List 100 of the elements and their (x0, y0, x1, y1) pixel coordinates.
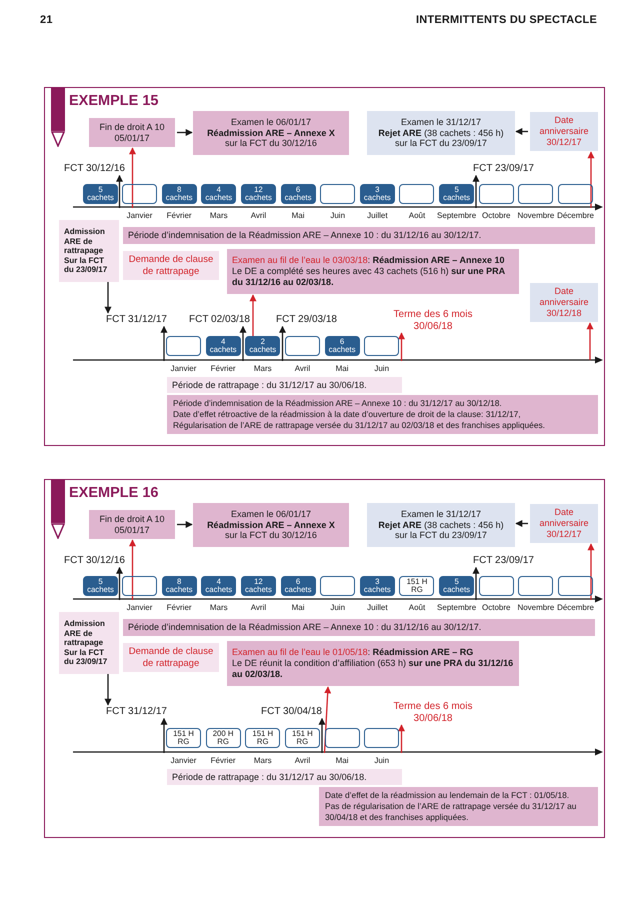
period-bar (123, 619, 595, 636)
box-text: Fin de droit A 10 05/01/17 (98, 514, 166, 536)
month-cell (324, 728, 360, 748)
month-label: Février (166, 211, 193, 220)
month-label: Mai (290, 211, 306, 220)
month-cell (166, 728, 201, 748)
box-text: Réadmission ARE – Annexe X (206, 128, 336, 138)
month-cell (399, 576, 434, 596)
box-text: Pas de régularisation de l’ARE de rattrapage versée du 31/12/17 au 30/04/18 et des franchises appliquées. (325, 800, 578, 823)
month-label: Juin (329, 211, 346, 220)
arrow (177, 521, 193, 528)
box-text: Période d’indemnisation de la Réadmission ARE – Annexe 10 : du 31/12/16 au 30/12/17. (128, 622, 482, 633)
month-cell (558, 576, 594, 596)
month-label: Mars (252, 364, 273, 373)
box-text: Examen le 06/01/17 (230, 116, 312, 128)
arrow (160, 326, 168, 361)
box-text: Date anniversaire 30/12/18 (538, 286, 590, 319)
section-heading: INTERMITTENTS DU SPECTACLE (416, 14, 597, 26)
month-cell (166, 336, 201, 356)
request-box (123, 643, 219, 672)
month-cell (280, 576, 316, 596)
month-cell (320, 184, 356, 204)
box-text: Demande de clause de rattrapage (128, 646, 214, 669)
arrow (515, 520, 528, 527)
month-cell (122, 576, 157, 596)
box-text: Période d’indemnisation de la Réadmission ARE – Annexe 10 : du 31/12/16 au 30/12/17. (128, 230, 482, 241)
month-cell (478, 576, 514, 596)
arrow (588, 543, 594, 600)
month-label: Mars (252, 756, 273, 765)
info-box (227, 249, 519, 294)
period-bar (167, 769, 402, 785)
month-label: Mai (334, 756, 350, 765)
decision-text: : Réadmission ARE – Annexe 10 (368, 255, 504, 266)
box-text: sur la FCT du 30/12/16 (224, 138, 318, 150)
month-label: Mai (334, 364, 350, 373)
date-label: Terme des 6 mois 30/06/18 (391, 701, 475, 724)
box-text: Régularisation de l’ARE de rattrapage versée du 31/12/17 au 02/03/18 et des franchises appliquées. (173, 420, 546, 431)
anniversary-box (530, 504, 598, 543)
info-box (367, 503, 515, 547)
box-text: Date anniversaire 30/12/17 (538, 507, 590, 540)
note-box (319, 787, 598, 826)
exam-heading: Examen au fil de l’eau le 03/03/18 (232, 255, 368, 266)
example-panel (44, 479, 605, 838)
month-label: Mars (208, 603, 229, 612)
month-label: Juillet (366, 603, 389, 612)
info-box (367, 111, 515, 155)
month-label: Février (166, 603, 193, 612)
arrow (129, 539, 136, 600)
info-box (193, 111, 349, 155)
info-box (89, 510, 175, 539)
month-label: Mars (208, 211, 229, 220)
box-text: Fin de droit A 10 05/01/17 (98, 122, 166, 144)
admission-box (59, 220, 119, 282)
info-box (89, 118, 175, 147)
month-cell (518, 576, 554, 596)
month-cell (478, 184, 514, 204)
date-label: FCT 23/09/17 (473, 163, 534, 174)
period-bar (123, 227, 595, 244)
date-label: FCT 31/12/17 (106, 706, 167, 718)
arrow (129, 147, 136, 208)
month-cell (399, 184, 434, 204)
date-label: FCT 30/04/18 (261, 706, 322, 718)
box-text: sur la FCT du 23/09/17 (394, 138, 488, 150)
month-cell (364, 728, 400, 748)
month-label: Avril (250, 603, 268, 612)
box-text: Date d’effet de la réadmission au lendemain de la FCT : 01/05/18. (325, 790, 570, 801)
month-cell (245, 728, 280, 748)
box-text: Date anniversaire 30/12/17 (538, 115, 590, 148)
box-text: Période de rattrapage : du 31/12/17 au 30/06/18. (172, 380, 368, 390)
date-label: FCT 23/09/17 (473, 555, 534, 566)
exam-heading: Examen au fil de l’eau le 01/05/18 (232, 647, 368, 658)
month-label: Juin (373, 756, 390, 765)
month-cell (320, 576, 356, 596)
month-cell (284, 336, 320, 356)
month-label: Juin (373, 364, 390, 373)
arrow (472, 566, 480, 600)
arrow (586, 322, 594, 360)
arrow (324, 686, 332, 754)
date-label: FCT 02/03/18 (189, 314, 250, 326)
month-cell (122, 184, 157, 204)
note-box (167, 395, 598, 434)
decision-text: : Réadmission ARE – RG (368, 647, 474, 658)
box-text: sur la FCT du 30/12/16 (224, 530, 318, 542)
arrow (177, 129, 193, 136)
month-label: Avril (294, 756, 312, 765)
box-text: Examen le 31/12/17 (400, 116, 482, 128)
box-text: Rejet ARE (38 cachets : 456 h) (377, 520, 505, 530)
month-label: Janvier (126, 603, 154, 612)
date-label: Terme des 6 mois 30/06/18 (391, 309, 475, 332)
box-text: Période de rattrapage : du 31/12/17 au 30/06/18. (172, 772, 368, 782)
anniversary-box (530, 283, 598, 322)
month-cell (364, 336, 400, 356)
info-box (227, 641, 519, 686)
arrow (588, 151, 594, 208)
box-text: Date d’effet rétroactive de la réadmission à la date d’ouverture de droit de la clause: 31/12/17, (173, 408, 522, 420)
arrow (104, 282, 112, 314)
box-text: Période d’indemnisation de la Réadmission ARE – Annexe 10 : du 31/12/17 au 30/12/18. (173, 398, 503, 409)
arrow (279, 326, 286, 361)
box-text: Examen le 06/01/17 (230, 508, 312, 520)
box-text: sur la FCT du 23/09/17 (394, 530, 488, 542)
